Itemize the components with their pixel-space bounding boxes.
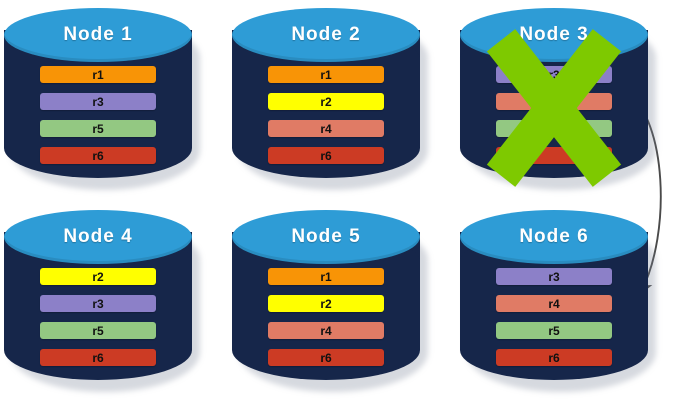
node-2-records: r1 r2 r4 r6	[268, 66, 384, 164]
record-bar[interactable]: r3	[496, 66, 612, 83]
record-bar[interactable]: r3	[496, 268, 612, 285]
record-bar[interactable]: r4	[268, 120, 384, 137]
record-bar[interactable]: r3	[40, 93, 156, 110]
node-4-label: Node 4	[63, 226, 133, 247]
node-1[interactable]: Node 1 r1 r3 r5 r6	[4, 8, 200, 190]
node-1-label: Node 1	[63, 24, 133, 45]
node-5-label: Node 5	[291, 226, 361, 247]
node-6-top-ellipse	[460, 210, 648, 264]
record-bar[interactable]: r5	[496, 322, 612, 339]
record-bar[interactable]: r1	[268, 66, 384, 83]
record-bar[interactable]: r6	[40, 147, 156, 164]
record-bar[interactable]: r4	[496, 295, 612, 312]
node-4-top-ellipse	[4, 210, 192, 264]
record-bar[interactable]: r5	[496, 120, 612, 137]
node-1-records: r1 r3 r5 r6	[40, 66, 156, 164]
node-2-label: Node 2	[291, 24, 361, 45]
node-2-top-ellipse	[232, 8, 420, 62]
node-6-records: r3 r4 r5 r6	[496, 268, 612, 366]
record-bar[interactable]: r6	[268, 147, 384, 164]
record-bar[interactable]: r6	[496, 147, 612, 164]
record-bar[interactable]: r6	[496, 349, 612, 366]
record-bar[interactable]: r2	[268, 295, 384, 312]
node-4-records: r2 r3 r5 r6	[40, 268, 156, 366]
node-1-top-ellipse	[4, 8, 192, 62]
node-3[interactable]: Node 3 r3 r4 r5 r6	[460, 8, 656, 190]
record-bar[interactable]: r1	[40, 66, 156, 83]
node-2[interactable]: Node 2 r1 r2 r4 r6	[232, 8, 428, 190]
record-bar[interactable]: r2	[40, 268, 156, 285]
record-bar[interactable]: r3	[40, 295, 156, 312]
record-bar[interactable]: r4	[496, 93, 612, 110]
node-6[interactable]: Node 6 r3 r4 r5 r6	[460, 210, 656, 392]
node-5[interactable]: Node 5 r1 r2 r4 r6	[232, 210, 428, 392]
record-bar[interactable]: r1	[268, 268, 384, 285]
node-5-top-ellipse	[232, 210, 420, 264]
node-6-label: Node 6	[519, 226, 589, 247]
node-3-records: r3 r4 r5 r6	[496, 66, 612, 164]
record-bar[interactable]: r5	[40, 120, 156, 137]
node-4[interactable]: Node 4 r2 r3 r5 r6	[4, 210, 200, 392]
node-3-label: Node 3	[519, 24, 589, 45]
record-bar[interactable]: r6	[40, 349, 156, 366]
record-bar[interactable]: r5	[40, 322, 156, 339]
record-bar[interactable]: r2	[268, 93, 384, 110]
record-bar[interactable]: r6	[268, 349, 384, 366]
node-5-records: r1 r2 r4 r6	[268, 268, 384, 366]
record-bar[interactable]: r4	[268, 322, 384, 339]
